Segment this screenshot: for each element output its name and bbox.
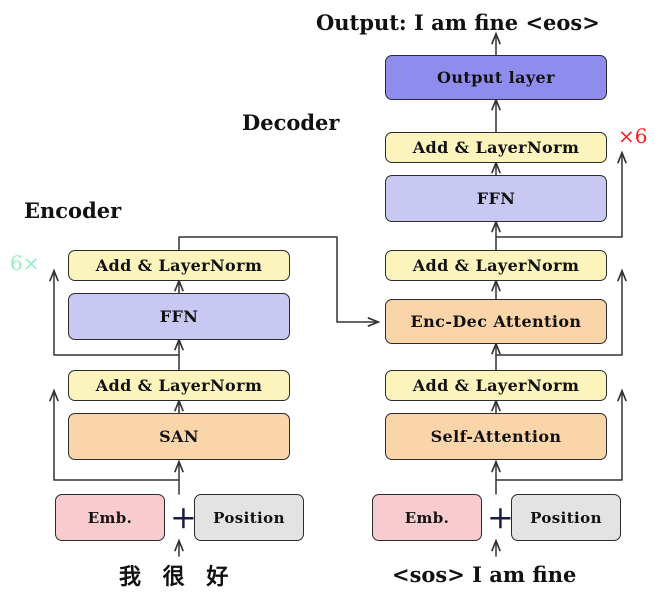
output-sequence-text: Output: I am fine <eos> — [316, 10, 600, 35]
encoder-input-text: 我 很 好 — [119, 565, 236, 590]
encoder-repeat-count: 6× — [10, 251, 40, 275]
decoder-input-text: <sos> I am fine — [392, 562, 577, 587]
encoder-san[interactable]: SAN — [68, 413, 290, 460]
encoder-sum-plus-icon: + — [170, 498, 197, 536]
encoder-embedding[interactable]: Emb. — [55, 494, 165, 541]
decoder-embedding[interactable]: Emb. — [372, 494, 482, 541]
decoder-add-layernorm-middle[interactable]: Add & LayerNorm — [385, 250, 607, 281]
decoder-repeat-count: ×6 — [618, 124, 648, 148]
decoder-enc-dec-attention[interactable]: Enc-Dec Attention — [385, 299, 607, 344]
encoder-position-encoding[interactable]: Position — [194, 494, 304, 541]
decoder-position-encoding[interactable]: Position — [511, 494, 621, 541]
decoder-sum-plus-icon: + — [487, 498, 514, 536]
decoder-add-layernorm-top[interactable]: Add & LayerNorm — [385, 132, 607, 163]
decoder-section-label: Decoder — [242, 110, 340, 135]
encoder-ffn[interactable]: FFN — [68, 293, 290, 340]
decoder-ffn[interactable]: FFN — [385, 175, 607, 222]
encoder-section-label: Encoder — [24, 198, 122, 223]
decoder-self-attention[interactable]: Self-Attention — [385, 413, 607, 460]
encoder-add-layernorm-top[interactable]: Add & LayerNorm — [68, 250, 290, 281]
encoder-add-layernorm-bottom[interactable]: Add & LayerNorm — [68, 370, 290, 401]
decoder-output-layer[interactable]: Output layer — [385, 55, 607, 100]
decoder-add-layernorm-bottom[interactable]: Add & LayerNorm — [385, 370, 607, 401]
